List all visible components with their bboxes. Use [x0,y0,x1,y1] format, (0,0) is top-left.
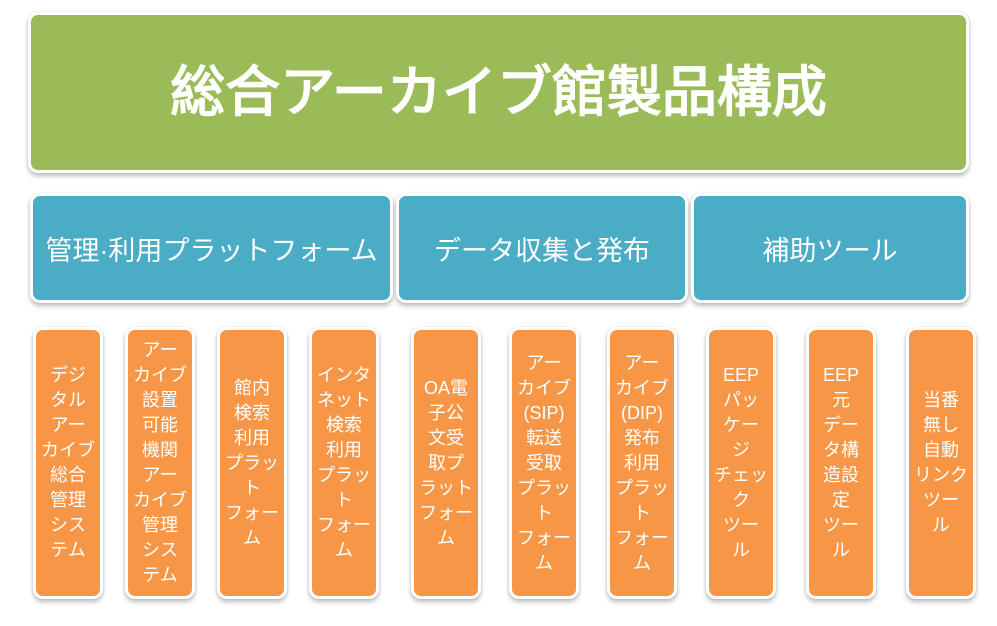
product-box-onsite-search-platform: 館内 検索 利用 プラッ ト フォー ム [217,327,287,599]
product-group-management: デジ タル アー カイブ 総合 管理 シス テム アー カイブ 設置 可能 機関… [33,327,379,599]
page-title: 総合アーカイブ館製品構成 [170,61,827,124]
category-header-management-platform: 管理·利用プラットフォーム [30,193,393,303]
product-group-auxiliary: EEP パッ ケー ジ チェッ ク ツー ル EEP 元 デー タ構 造設 定 … [706,327,976,599]
product-box-dip-publish-use-platform: アー カイブ (DIP) 発布 利用 プラッ ト フォー ム [607,327,677,599]
title-banner: 総合アーカイブ館製品構成 [28,12,969,173]
product-box-institution-archive-system: アー カイブ 設置 可能 機関 アー カイブ 管理 シス テム [125,327,195,599]
product-box-eep-metadata-structure-tool: EEP 元 デー タ構 造設 定 ツー ル [806,327,876,599]
product-box-eep-package-check-tool: EEP パッ ケー ジ チェッ ク ツー ル [706,327,776,599]
category-header-data-collection: データ収集と発布 [396,193,688,303]
category-label: 補助ツール [762,235,898,266]
category-header-auxiliary-tools: 補助ツール [691,193,969,303]
product-box-internet-search-platform: インタ ネット 検索 利用 プラッ ト フォー ム [309,327,379,599]
category-label: データ収集と発布 [434,235,650,266]
product-group-data-collection: OA電 子公 文受 取プ ラット フォー ム アー カイブ (SIP) 転送 受… [411,327,677,599]
product-box-digital-archive-system: デジ タル アー カイブ 総合 管理 シス テム [33,327,103,599]
category-label: 管理·利用プラットフォーム [45,235,378,266]
product-box-sip-transfer-receive-platform: アー カイブ (SIP) 転送 受取 プラッ ト フォー ム [509,327,579,599]
product-box-auto-link-tool: 当番 無し 自動 リンク ツー ル [906,327,976,599]
product-box-oa-document-receive-platform: OA電 子公 文受 取プ ラット フォー ム [411,327,481,599]
